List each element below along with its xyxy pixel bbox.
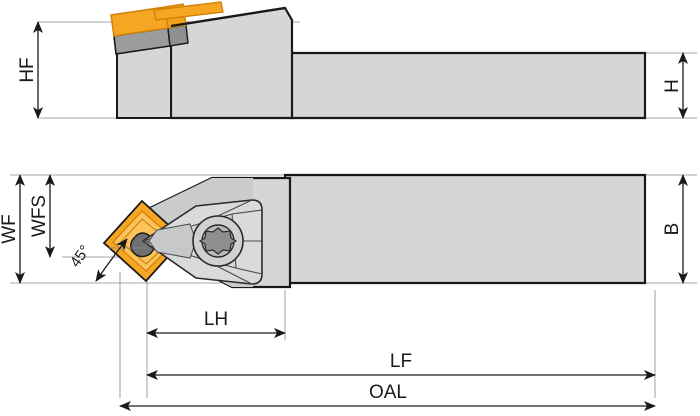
side-shank-body bbox=[288, 51, 647, 120]
dimension-h-label: H bbox=[662, 79, 683, 93]
side-head-block bbox=[169, 6, 294, 120]
top-shank-body bbox=[283, 173, 647, 285]
dimension-lh-label: LH bbox=[204, 309, 228, 330]
dimension-hf-label: HF bbox=[17, 57, 38, 82]
top-clamp bbox=[141, 199, 263, 285]
dimension-wf: WF bbox=[0, 174, 25, 284]
dimension-oal-label: OAL bbox=[369, 382, 407, 403]
side-view: HF H bbox=[17, 1, 697, 120]
dimension-lh: LH bbox=[146, 309, 286, 338]
dimension-b-label: B bbox=[662, 223, 683, 236]
dimension-wf-label: WF bbox=[0, 214, 20, 244]
clamp-nose-facet bbox=[148, 223, 197, 259]
dimension-wfs: WFS bbox=[29, 174, 55, 258]
dimension-lf-label: LF bbox=[390, 351, 412, 372]
side-clamp-finger bbox=[153, 1, 224, 21]
side-head-top-edge bbox=[170, 6, 286, 28]
dimension-h: H bbox=[662, 52, 688, 119]
dimension-oal: OAL bbox=[119, 382, 656, 411]
dimension-b: B bbox=[662, 174, 688, 284]
dimension-hf: HF bbox=[17, 21, 43, 119]
top-view: WF WFS 45° B LH LF bbox=[0, 173, 697, 411]
torx-screw-socket bbox=[198, 227, 238, 255]
dimension-wfs-label: WFS bbox=[29, 195, 50, 237]
angle-arc bbox=[95, 238, 128, 282]
dimension-lf: LF bbox=[146, 351, 656, 380]
